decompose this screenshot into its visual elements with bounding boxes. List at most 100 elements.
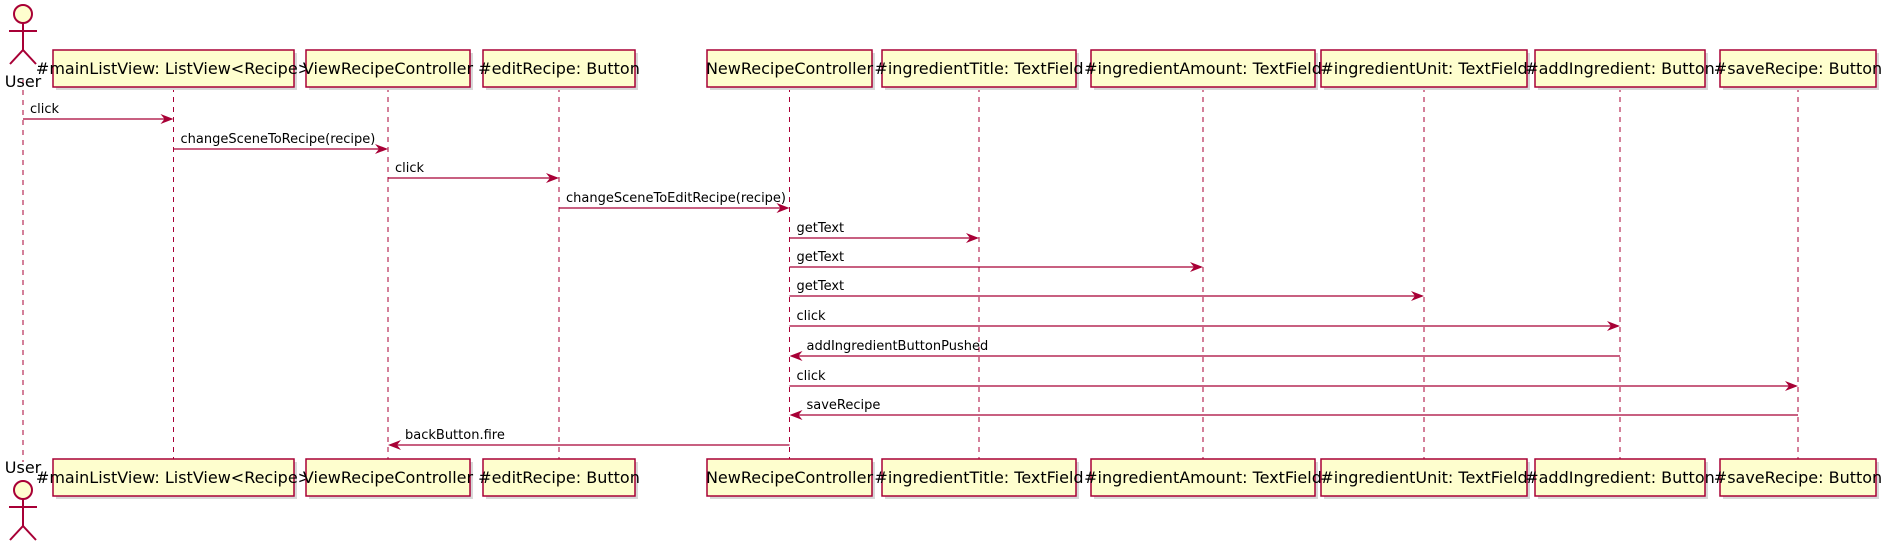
message-label: click: [797, 309, 827, 324]
participant-bottom-viewRecipe: ViewRecipeController: [303, 458, 474, 499]
participant-box: [881, 49, 1077, 88]
actor-bottom: User: [5, 458, 42, 541]
participant-bottom-saveRecipe: #saveRecipe: Button: [1714, 458, 1882, 499]
message-arrowhead: [966, 233, 979, 243]
message-arrowhead: [388, 440, 401, 450]
participant-box: [1320, 49, 1528, 88]
participant-label: #ingredientAmount: TextField: [1084, 59, 1322, 78]
participant-top-ingTitle: #ingredientTitle: TextField: [874, 49, 1084, 90]
message-label: saveRecipe: [807, 398, 881, 413]
messages: click changeSceneToRecipe(recipe) click cha…: [23, 102, 1798, 450]
participant-top-editRecipe: #editRecipe: Button: [478, 49, 640, 90]
participant-top-ingAmount: #ingredientAmount: TextField: [1084, 49, 1322, 90]
participant-box: [482, 49, 636, 88]
message-11: backButton.fire: [388, 428, 790, 450]
message-label: getText: [797, 221, 845, 236]
lifelines: [22, 80, 1799, 462]
actor-label: User: [5, 72, 42, 91]
message-label: backButton.fire: [405, 428, 505, 443]
message-0: click: [23, 102, 174, 124]
message-arrowhead: [776, 203, 790, 213]
participant-box: [1534, 49, 1706, 88]
participant-top-viewRecipe: ViewRecipeController: [303, 49, 474, 90]
message-8: addIngredientButtonPushed: [789, 339, 1620, 361]
participant-box: [52, 49, 295, 88]
message-arrowhead: [789, 410, 803, 420]
participant-label: #ingredientAmount: TextField: [1084, 468, 1322, 487]
participant-box: [1719, 49, 1877, 88]
participant-box: [706, 49, 873, 88]
message-label: getText: [797, 279, 845, 294]
participant-label: #mainListView: ListView<Recipe>: [36, 59, 311, 78]
actor-top: User: [5, 4, 42, 91]
participant-box: [52, 458, 295, 497]
message-arrowhead: [1785, 381, 1798, 391]
participant-bottom-ingUnit: #ingredientUnit: TextField: [1320, 458, 1530, 499]
participant-box: [1320, 458, 1528, 497]
participant-bottom-editRecipe: #editRecipe: Button: [478, 458, 640, 499]
message-label: addIngredientButtonPushed: [807, 339, 989, 354]
participant-label: NewRecipeController: [706, 59, 874, 78]
participant-bottom-mainListView: #mainListView: ListView<Recipe>: [36, 458, 311, 499]
participant-label: #ingredientUnit: TextField: [1320, 468, 1527, 487]
participant-box: [706, 458, 873, 497]
actor-head: [13, 4, 33, 24]
participant-label: #ingredientTitle: TextField: [874, 59, 1083, 78]
participant-label: #saveRecipe: Button: [1714, 59, 1882, 78]
participant-box: [305, 458, 471, 497]
participant-label: #ingredientUnit: TextField: [1320, 59, 1527, 78]
message-arrowhead: [160, 114, 174, 124]
participant-label: #ingredientTitle: TextField: [874, 468, 1083, 487]
message-arrowhead: [375, 144, 388, 154]
message-2: click: [388, 161, 559, 183]
participant-label: NewRecipeController: [706, 468, 874, 487]
actor-label: User: [5, 458, 42, 477]
message-arrowhead: [1411, 291, 1424, 301]
participant-top-mainListView: #mainListView: ListView<Recipe>: [36, 49, 311, 90]
message-10: saveRecipe: [789, 398, 1798, 420]
message-4: getText: [789, 221, 979, 243]
message-label: click: [30, 102, 60, 117]
participant-label: ViewRecipeController: [303, 59, 474, 78]
message-7: click: [789, 309, 1620, 331]
message-9: click: [789, 369, 1798, 391]
participant-label: #saveRecipe: Button: [1714, 468, 1882, 487]
message-arrowhead: [546, 173, 559, 183]
message-6: getText: [789, 279, 1424, 301]
participant-bottom-ingAmount: #ingredientAmount: TextField: [1084, 458, 1322, 499]
message-label: getText: [797, 250, 845, 265]
participant-label: #editRecipe: Button: [478, 468, 640, 487]
participant-box: [305, 49, 471, 88]
message-label: changeSceneToEditRecipe(recipe): [566, 191, 786, 206]
participant-box: [1534, 458, 1706, 497]
participant-label: #addIngredient: Button: [1525, 468, 1715, 487]
message-5: getText: [789, 250, 1203, 272]
message-arrowhead: [1190, 262, 1203, 272]
message-label: click: [797, 369, 827, 384]
participant-label: #addIngredient: Button: [1525, 59, 1715, 78]
participant-bottom-ingTitle: #ingredientTitle: TextField: [874, 458, 1084, 499]
participant-bottom-addIng: #addIngredient: Button: [1525, 458, 1715, 499]
participant-box: [482, 458, 636, 497]
participants: #mainListView: ListView<Recipe> #mainList…: [36, 49, 1882, 499]
message-label: changeSceneToRecipe(recipe): [181, 132, 376, 147]
actor-head: [13, 480, 33, 500]
participant-label: #editRecipe: Button: [478, 59, 640, 78]
participant-box: [881, 458, 1077, 497]
actor-legs: [9, 524, 37, 541]
participant-box: [1719, 458, 1877, 497]
message-label: click: [395, 161, 425, 176]
participant-box: [1090, 458, 1316, 497]
participant-label: ViewRecipeController: [303, 468, 474, 487]
message-arrowhead: [789, 351, 803, 361]
message-3: changeSceneToEditRecipe(recipe): [559, 191, 790, 213]
participant-top-ingUnit: #ingredientUnit: TextField: [1320, 49, 1530, 90]
message-arrowhead: [1607, 321, 1620, 331]
participant-top-saveRecipe: #saveRecipe: Button: [1714, 49, 1882, 90]
participant-label: #mainListView: ListView<Recipe>: [36, 468, 311, 487]
participant-box: [1090, 49, 1316, 88]
participant-bottom-newRecipe: NewRecipeController: [706, 458, 875, 499]
actor-legs: [9, 48, 37, 65]
